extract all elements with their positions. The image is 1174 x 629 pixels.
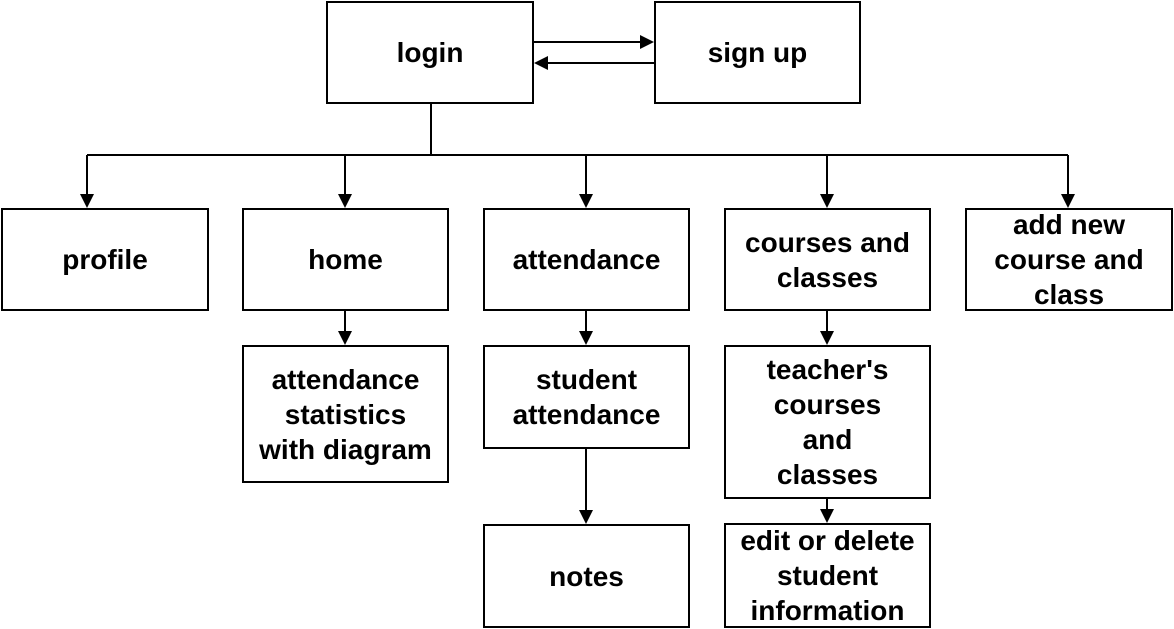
node-attendance-statistics-with-diagram: attendance statistics with diagram [242, 345, 449, 483]
edge-login-to-home [338, 155, 352, 208]
node-student-attendance: student attendance [483, 345, 690, 449]
edge-login-to-add-new-course-and-class [1061, 155, 1075, 208]
node-sign-up: sign up [654, 1, 861, 104]
edge-login-to-attendance [579, 155, 593, 208]
node-attendance: attendance [483, 208, 690, 311]
node-sign-up-label: sign up [707, 37, 808, 68]
edge-home-to-attendance-statistics [338, 311, 352, 345]
node-edit-or-delete-student-information: edit or delete student information [724, 523, 931, 628]
node-courses-and-classes-label: courses and classes [745, 226, 910, 293]
node-edit-or-delete-label: edit or delete student information [740, 525, 915, 626]
node-courses-and-classes: courses and classes [724, 208, 931, 311]
node-student-attendance-label: student attendance [512, 364, 661, 430]
edge-courses-to-teachers-courses [820, 311, 834, 345]
edge-teachers-courses-to-edit-delete [820, 499, 834, 523]
edge-attendance-to-student-attendance [579, 311, 593, 345]
edge-login-to-profile [80, 155, 94, 208]
edge-login-to-sign-up [534, 35, 654, 49]
edge-login-to-courses-and-classes [820, 155, 834, 208]
node-profile: profile [1, 208, 209, 311]
node-attendance-statistics-label: attendance statistics with diagram [259, 363, 432, 465]
node-login-label: login [396, 37, 464, 68]
edge-student-attendance-to-notes [579, 449, 593, 524]
node-add-new-course-and-class: add new course and class [965, 208, 1173, 311]
node-notes: notes [483, 524, 690, 628]
node-profile-label: profile [62, 244, 148, 275]
node-home-label: home [308, 244, 383, 275]
node-notes-label: notes [549, 560, 624, 592]
node-add-new-course-and-class-label: add new course and class [994, 209, 1144, 310]
edge-login-bus [87, 104, 1068, 156]
node-attendance-label: attendance [512, 244, 661, 275]
edge-sign-up-to-login [534, 56, 654, 70]
node-home: home [242, 208, 449, 311]
node-teachers-courses-label: teacher's courses and classes [766, 354, 889, 490]
node-login: login [326, 1, 534, 104]
node-teachers-courses-and-classes: teacher's courses and classes [724, 345, 931, 499]
